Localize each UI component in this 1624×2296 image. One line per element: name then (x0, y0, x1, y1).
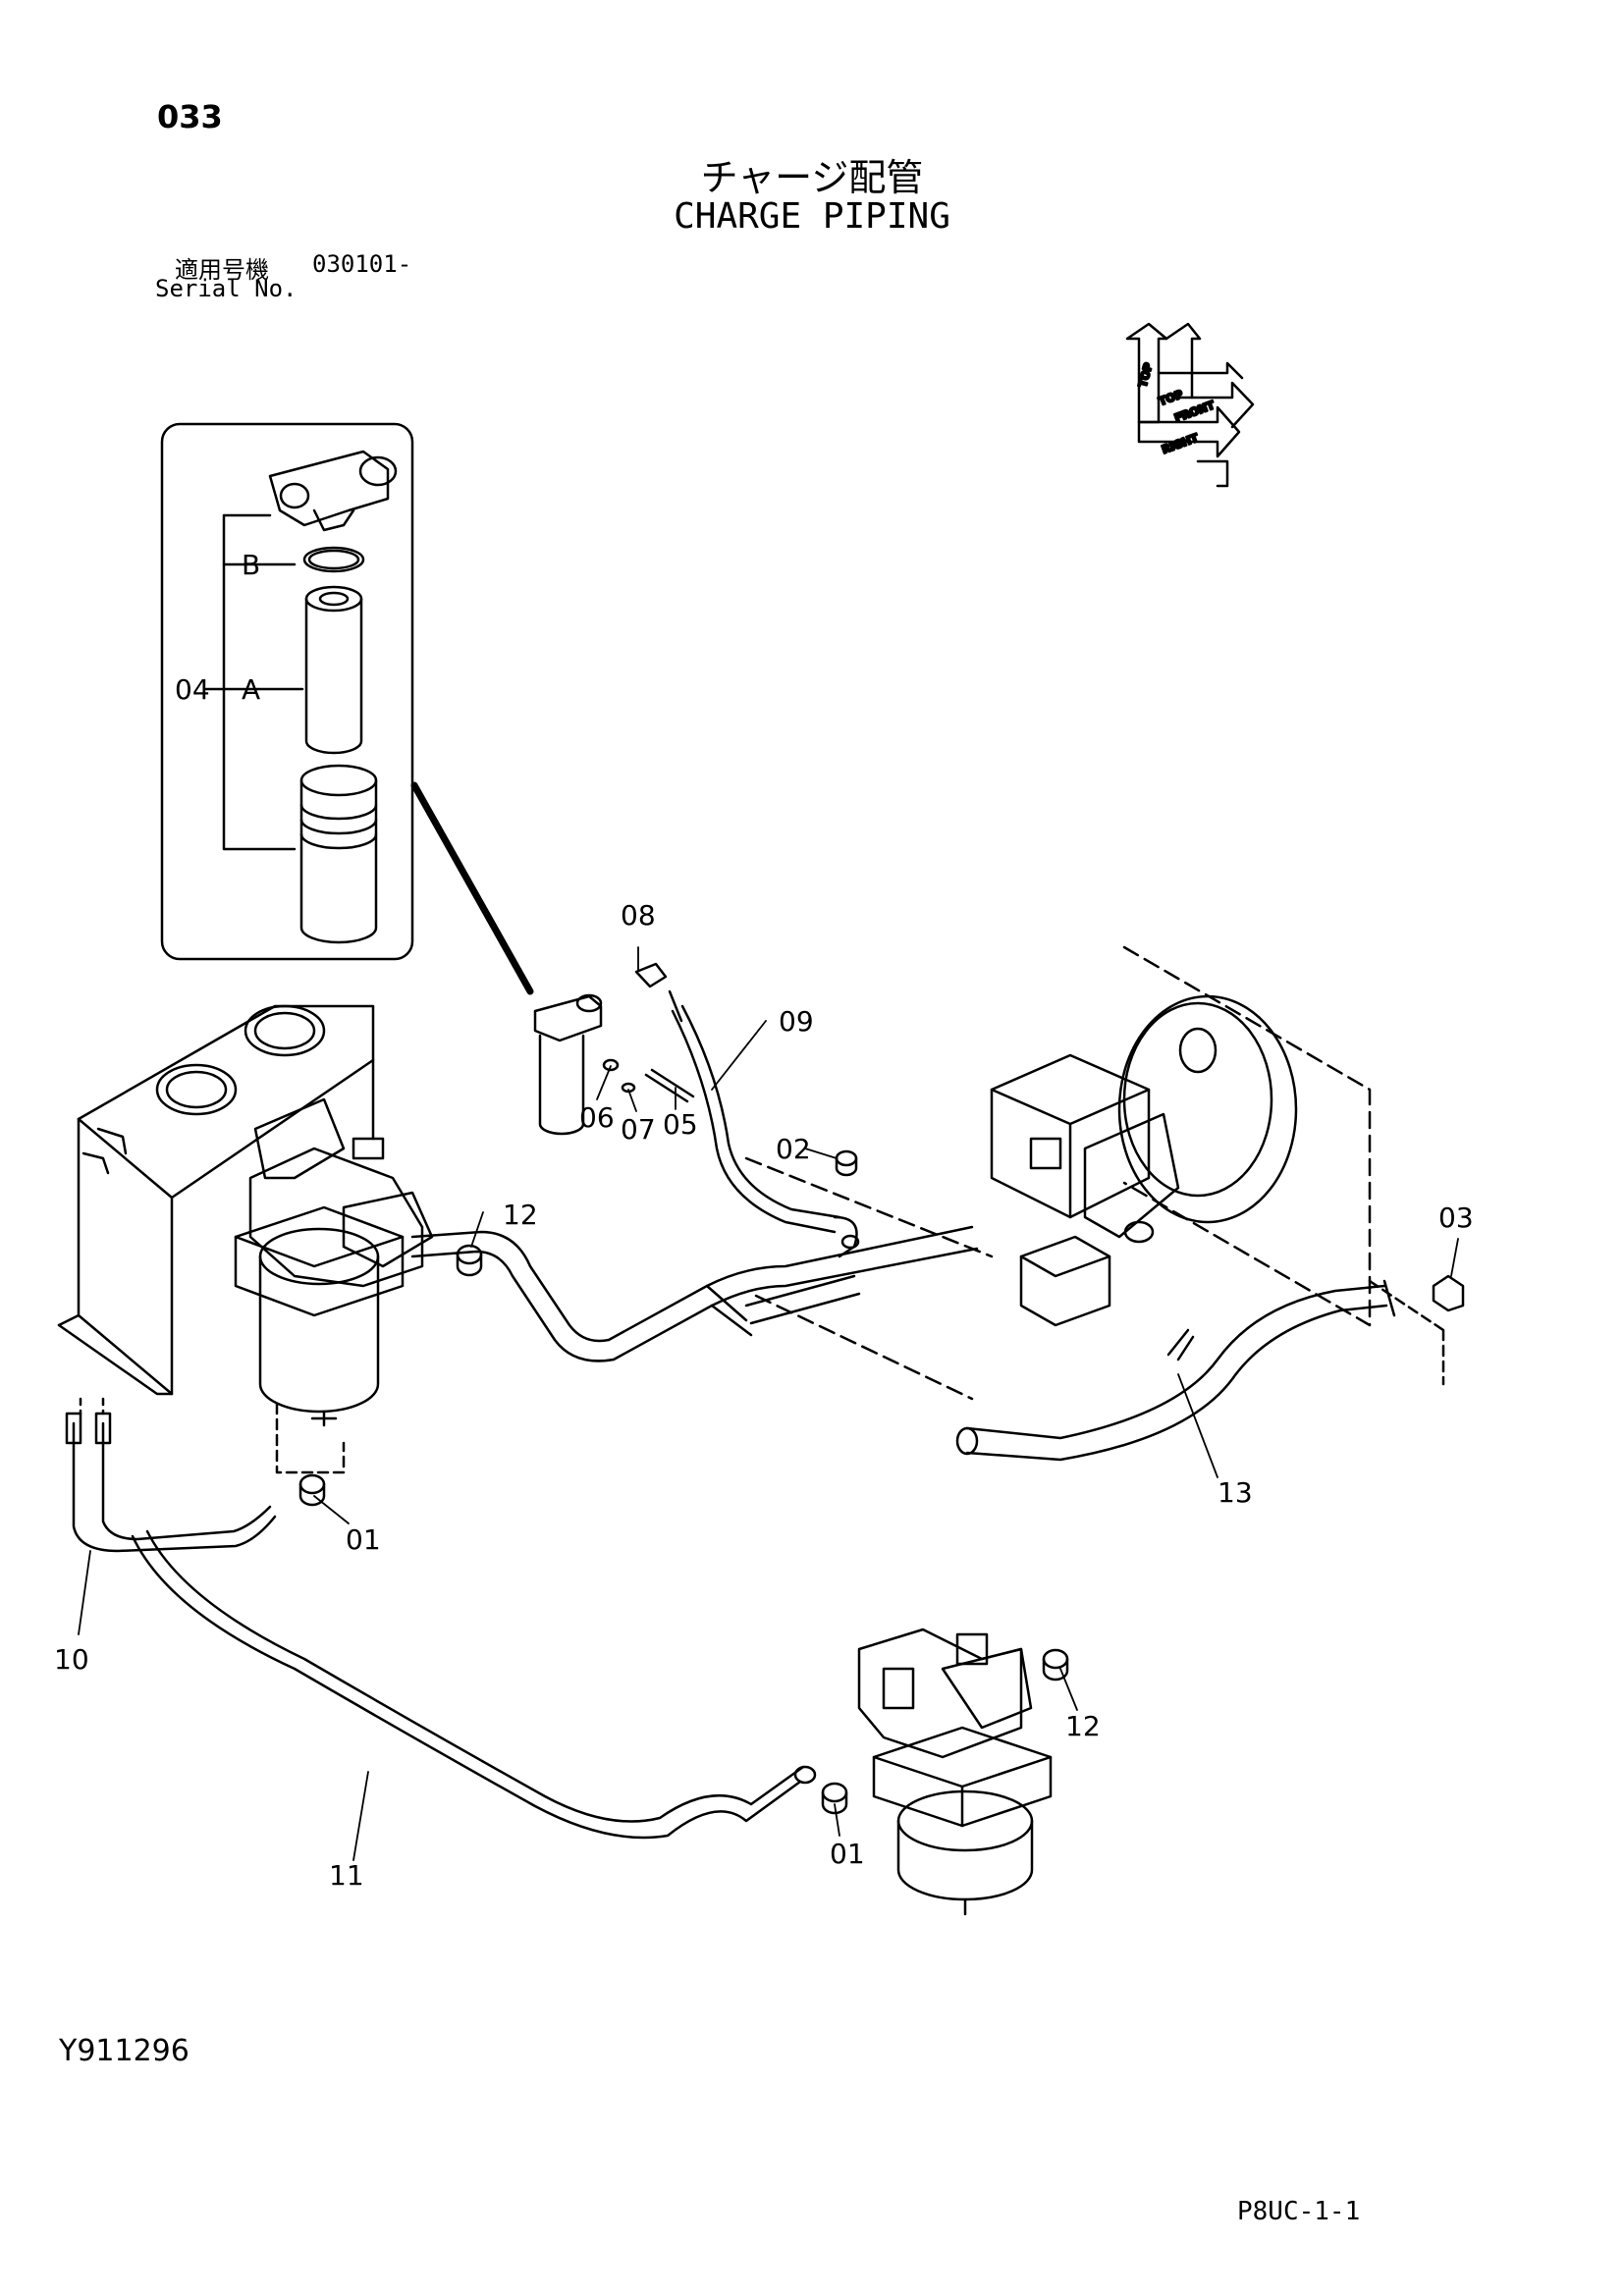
callout-05: 05 (663, 1108, 698, 1141)
filter-detail-inset (160, 422, 414, 961)
serial-label-english: Serial No. (155, 275, 298, 302)
callout-12-upper: 12 (503, 1199, 538, 1231)
page-title-english: CHARGE PIPING (674, 196, 950, 237)
callout-07: 07 (621, 1113, 656, 1146)
serial-label-japanese: 適用号機 (175, 256, 269, 284)
filter-assembly (533, 962, 695, 1136)
fitting-02 (835, 1149, 858, 1177)
plug-01-lower (821, 1782, 848, 1815)
callout-01-lower: 01 (830, 1838, 865, 1870)
callout-12-lower: 12 (1065, 1710, 1101, 1742)
callout-11: 11 (329, 1859, 364, 1892)
page-number: 033 (157, 98, 223, 135)
sheet-code: P8UC-1-1 (1237, 2197, 1361, 2226)
callout-08: 08 (621, 899, 656, 932)
callout-09: 09 (779, 1005, 814, 1038)
callout-10: 10 (54, 1643, 89, 1676)
hose-09 (671, 1004, 860, 1258)
suction-pipe (410, 1225, 979, 1362)
elbow-03 (1368, 1274, 1465, 1386)
orientation-indicator-icon: TOP TOP FRONT RIGHT (1125, 322, 1255, 488)
travel-motor-right (857, 1628, 1053, 1916)
orientation-right-label: RIGHT (1161, 431, 1201, 455)
hose-11 (131, 1529, 817, 1840)
callout-03: 03 (1438, 1201, 1474, 1234)
plug-01-upper (298, 1473, 326, 1507)
callout-06: 06 (579, 1101, 615, 1134)
plug-12-upper (456, 1244, 483, 1277)
hydraulic-tank (57, 1004, 375, 1396)
plug-12-lower (1042, 1648, 1069, 1682)
callout-04: 04 (175, 673, 210, 706)
callout-02: 02 (776, 1133, 811, 1165)
orientation-top-label-2: TOP (1158, 388, 1185, 408)
callout-leaders (78, 946, 1459, 1861)
hose-13 (955, 1279, 1396, 1462)
serial-value: 030101- (312, 250, 412, 278)
callout-sub-b: B (242, 549, 260, 581)
hose-10 (65, 1397, 277, 1553)
drawing-number: Y911296 (59, 2034, 189, 2068)
callout-01-upper: 01 (346, 1523, 381, 1556)
page-title-japanese: チャージ配管 (700, 156, 924, 199)
main-pump (744, 945, 1372, 1401)
travel-motor-left (234, 1097, 434, 1474)
callout-sub-a: A (242, 673, 260, 706)
callout-13: 13 (1218, 1476, 1253, 1509)
inset-leader-line (410, 781, 534, 995)
